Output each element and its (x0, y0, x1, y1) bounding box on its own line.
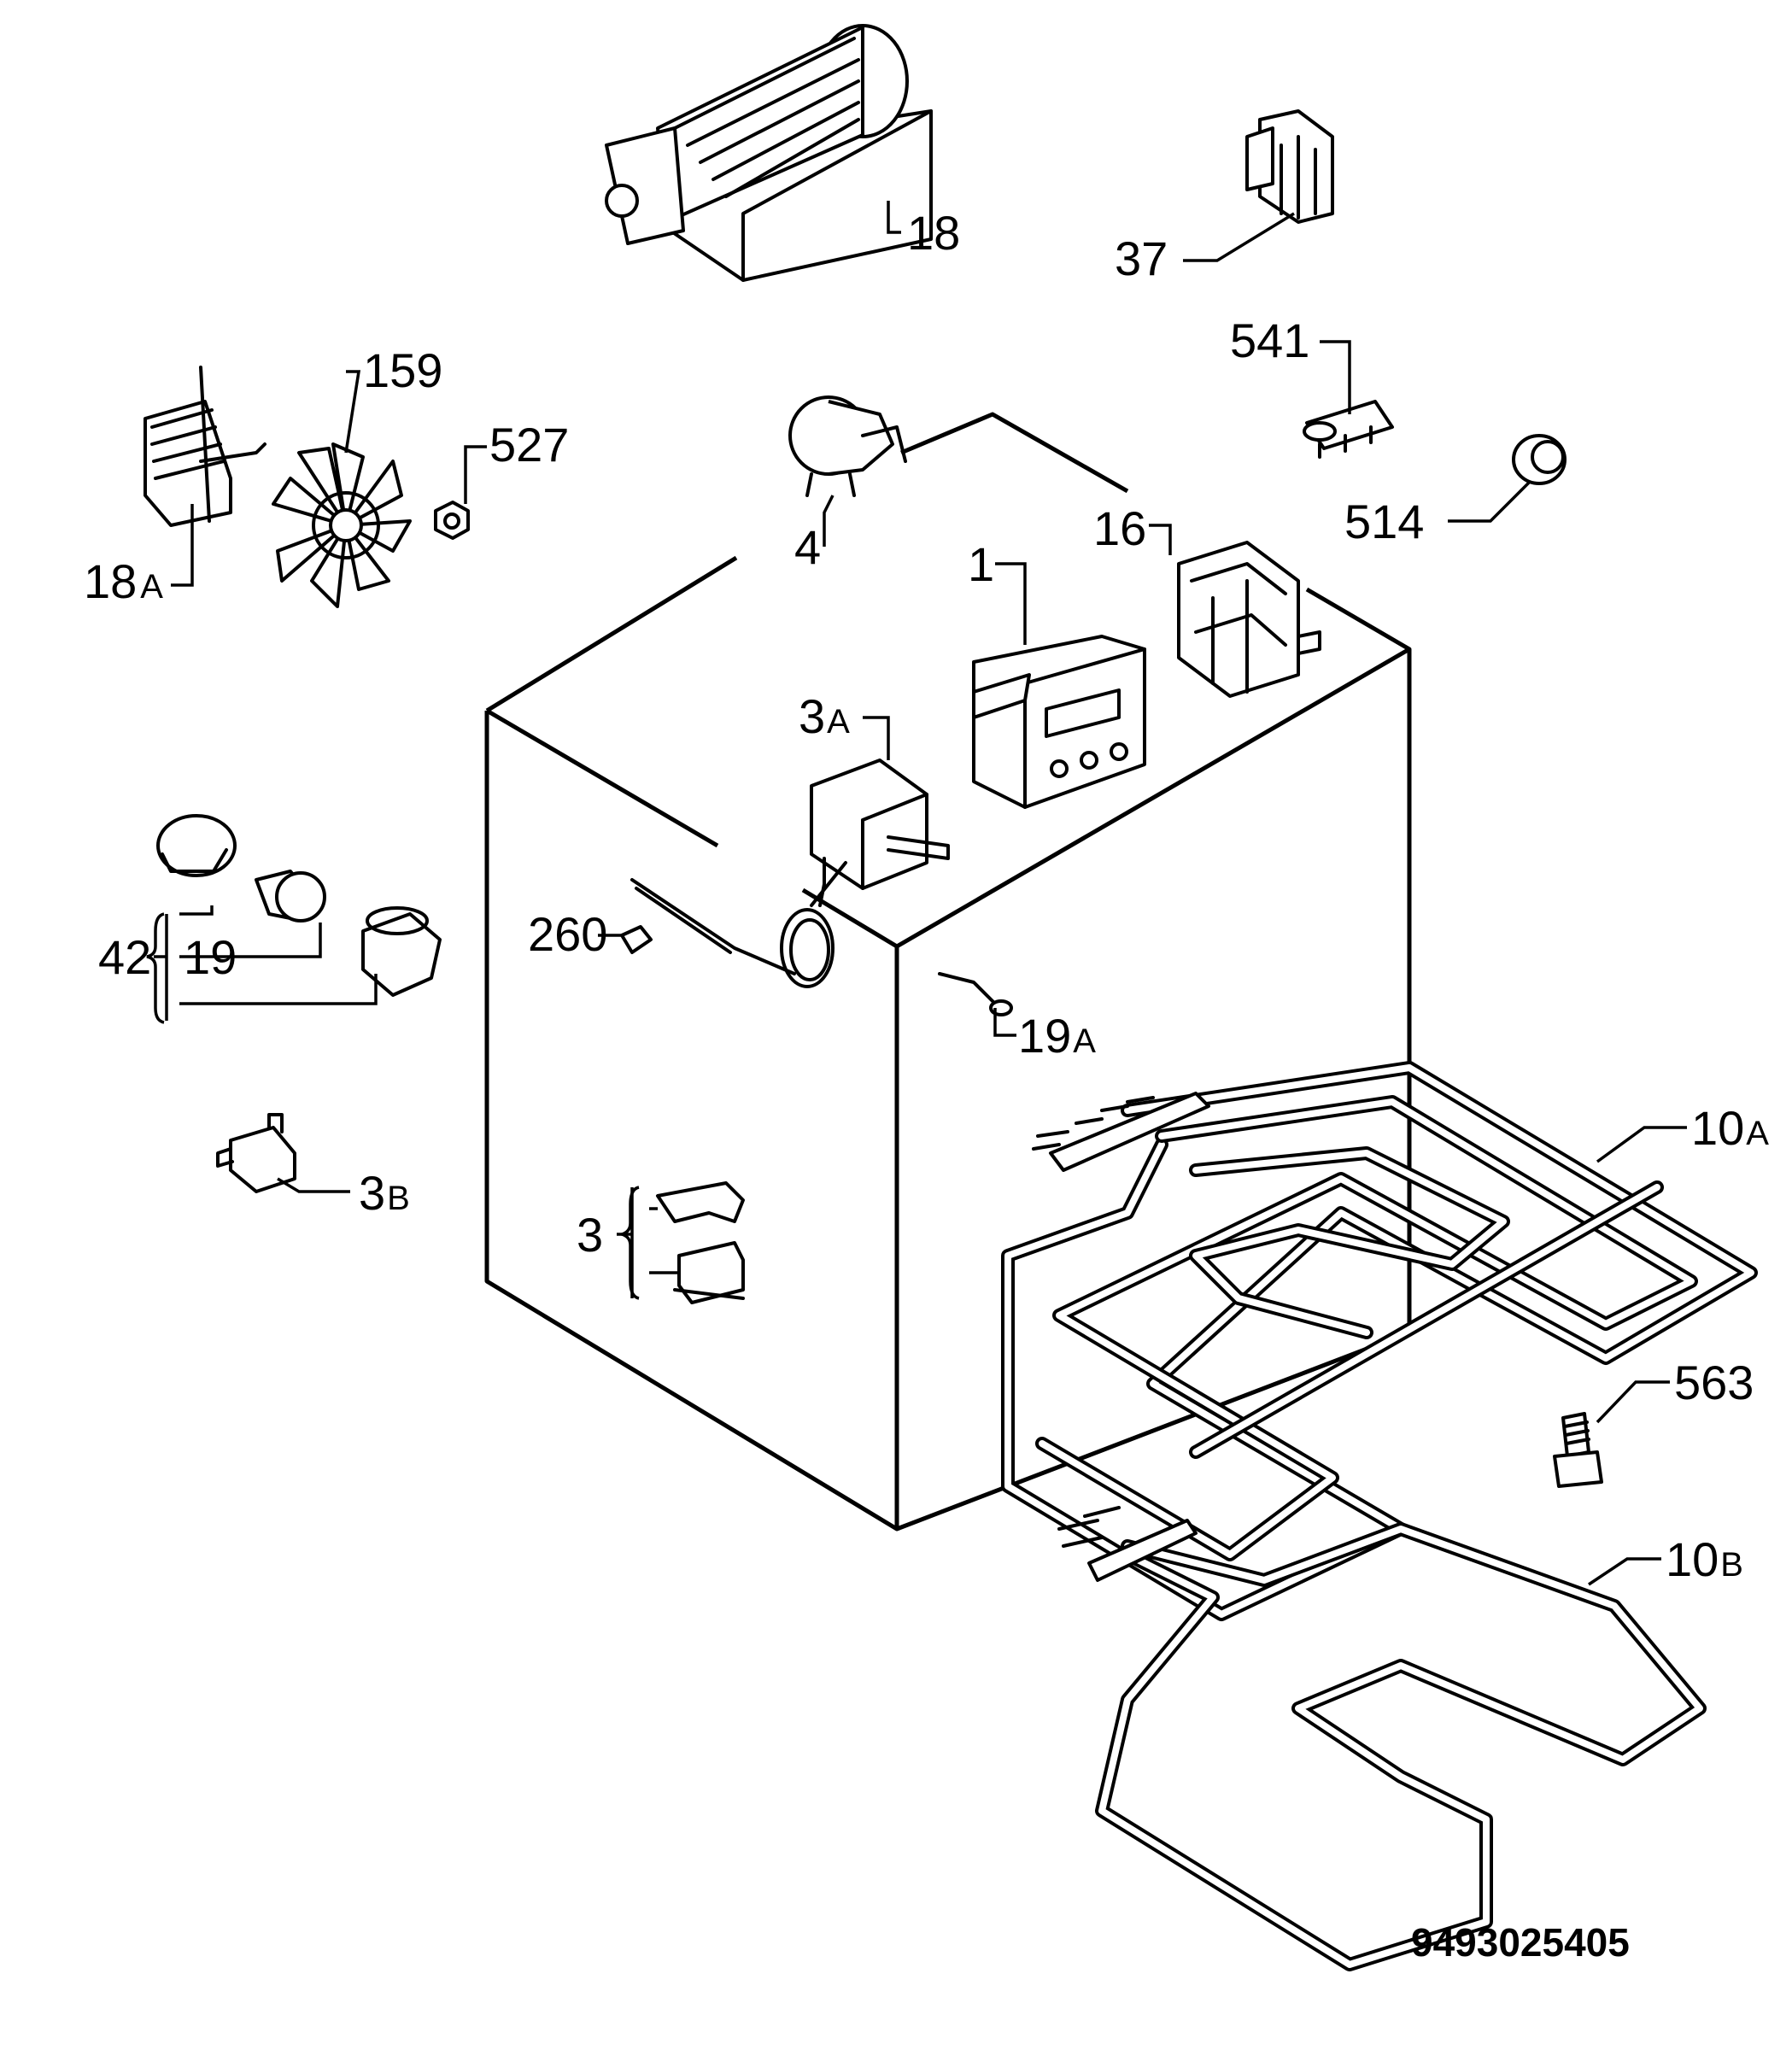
label-19a-number: 19 (1018, 1009, 1071, 1063)
label-18a-suffix: A (140, 568, 163, 606)
label-10a-suffix: A (1746, 1115, 1769, 1152)
thermostat-part (810, 758, 950, 907)
grommet-part (1512, 434, 1567, 485)
fan-nut-part (434, 501, 470, 540)
label-37: 37 (1115, 231, 1168, 285)
fixing-bolt-part (1553, 1412, 1603, 1488)
thermal-cutout-part (216, 1113, 296, 1193)
label-4: 4 (794, 520, 821, 574)
label-3a-number: 3 (799, 689, 825, 743)
safety-thermostat-part (656, 1181, 745, 1304)
label-3: 3 (577, 1208, 603, 1262)
label-18a-number: 18 (84, 554, 137, 608)
thermostat-capillary-part (620, 861, 847, 988)
label-42: 42 (98, 930, 151, 984)
fan-motor-part (143, 366, 266, 527)
label-527: 527 (489, 418, 569, 472)
label-3b: 3B (359, 1166, 410, 1220)
document-number: 9493025405 (1411, 1920, 1630, 1965)
tangential-fan-part (605, 24, 933, 282)
rotisserie-motor-part (788, 395, 907, 497)
label-159: 159 (363, 343, 442, 397)
group-3-brace (616, 1186, 640, 1300)
electronic-programmer-part (972, 635, 1146, 809)
label-16: 16 (1093, 501, 1146, 555)
wire-connector-part (938, 972, 1013, 1016)
bottom-heating-element-part (1057, 1506, 1707, 1971)
label-10b: 10B (1666, 1532, 1743, 1586)
label-10b-number: 10 (1666, 1532, 1719, 1586)
function-selector-switch-part (1177, 541, 1321, 698)
fan-blade-part (272, 442, 412, 608)
micro-switch-part (1303, 400, 1394, 459)
top-heating-element-part (1001, 1061, 1758, 1621)
leader-lines (154, 201, 1687, 1586)
label-260: 260 (528, 907, 607, 961)
label-19: 19 (184, 930, 237, 984)
label-10a: 10A (1691, 1101, 1769, 1155)
label-541: 541 (1230, 313, 1309, 367)
oven-lamp-assembly-part (156, 814, 442, 997)
label-514: 514 (1344, 495, 1424, 548)
label-3a: 3A (799, 689, 850, 743)
group-42-brace (146, 912, 165, 1024)
label-563: 563 (1674, 1356, 1754, 1409)
label-3b-suffix: B (387, 1180, 410, 1217)
label-19a: 19A (1018, 1009, 1096, 1063)
label-18: 18 (907, 206, 960, 260)
oven-cavity-outline (484, 412, 1412, 1532)
label-3a-suffix: A (827, 703, 850, 741)
label-19a-suffix: A (1073, 1022, 1096, 1060)
label-1: 1 (968, 537, 994, 591)
label-3b-number: 3 (359, 1166, 385, 1220)
label-10b-suffix: B (1720, 1546, 1743, 1584)
terminal-connector-part (1245, 109, 1334, 224)
label-10a-number: 10 (1691, 1101, 1744, 1155)
